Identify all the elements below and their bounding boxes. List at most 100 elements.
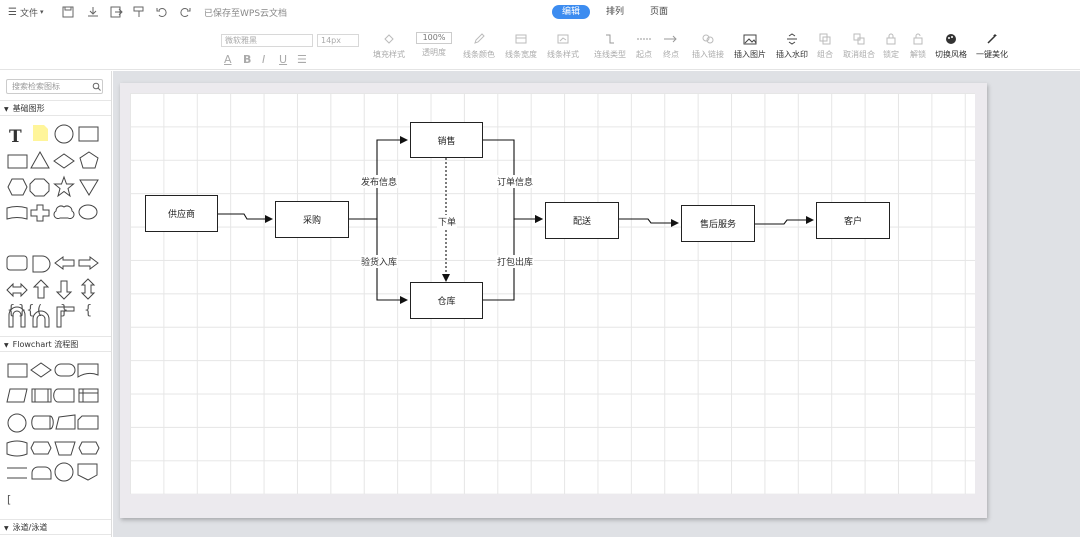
predefined-lines-icon xyxy=(34,389,49,402)
line-color-button[interactable]: 线条颜色 xyxy=(454,32,504,60)
undo-icon[interactable] xyxy=(155,5,169,19)
edge-label-publish-info[interactable]: 发布信息 xyxy=(360,175,399,188)
curly-brace-icon: { xyxy=(84,303,92,318)
align-icon[interactable]: ☰ xyxy=(297,53,307,66)
line-width-icon xyxy=(514,32,528,46)
line-style-icon xyxy=(556,32,570,46)
down-arrow-shape-icon xyxy=(55,280,73,300)
end-point-label: 终点 xyxy=(663,50,679,59)
node-after-sales[interactable]: 售后服务 xyxy=(681,205,755,242)
node-delivery[interactable]: 配送 xyxy=(545,202,619,239)
diamond-shape-icon xyxy=(53,153,75,169)
top-bar: ☰ 文件 ▾ 已保存至WPS云文档 编辑 排列 页面 xyxy=(0,0,1080,24)
palette-icon xyxy=(944,32,958,46)
section-basic-shapes[interactable]: ▼基础图形 xyxy=(0,100,111,116)
manual-operation-icon xyxy=(54,441,76,456)
insert-image-button[interactable]: 插入图片 xyxy=(725,32,775,60)
diagram-page[interactable]: 供应商 采购 销售 仓库 配送 售后服务 客户 发布信息 验货入库 下单 订单信… xyxy=(120,83,987,518)
opacity-control[interactable]: 100% 透明度 xyxy=(409,32,459,58)
edge-label-place-order[interactable]: 下单 xyxy=(437,215,458,228)
file-menu[interactable]: ☰ 文件 ▾ xyxy=(8,5,44,19)
cross-shape-icon xyxy=(30,204,50,222)
section-flowchart[interactable]: ▼Flowchart 流程图 xyxy=(0,336,111,352)
fill-style-button[interactable]: 填充样式 xyxy=(364,32,414,60)
save-icon[interactable] xyxy=(61,5,75,19)
opacity-label: 透明度 xyxy=(422,48,446,57)
magic-wand-icon xyxy=(985,32,999,46)
font-size-select[interactable]: 14px xyxy=(317,34,359,47)
line-color-label: 线条颜色 xyxy=(463,50,495,59)
edge-label-pack-ship[interactable]: 打包出库 xyxy=(496,255,535,268)
beautify-button[interactable]: 一键美化 xyxy=(967,32,1017,60)
chevron-down-icon: ▾ xyxy=(39,8,44,16)
corner-shape-icon xyxy=(56,306,75,328)
node-customer[interactable]: 客户 xyxy=(816,202,890,239)
export-icon[interactable] xyxy=(109,5,123,19)
hexagon-shape-icon xyxy=(7,178,28,196)
section-flowchart-label: Flowchart 流程图 xyxy=(12,340,79,349)
connector-icon xyxy=(603,32,617,46)
open-brace-icon: ( xyxy=(37,303,42,318)
redo-icon[interactable] xyxy=(178,5,192,19)
group-label: 组合 xyxy=(817,50,833,59)
connector-type-label: 连线类型 xyxy=(594,50,626,59)
tab-edit[interactable]: 编辑 xyxy=(552,5,591,19)
edge-label-order-info[interactable]: 订单信息 xyxy=(496,175,535,188)
bold-icon[interactable]: B xyxy=(243,53,252,66)
line-style-button[interactable]: 线条样式 xyxy=(538,32,588,60)
switch-style-button[interactable]: 切换风格 xyxy=(926,32,976,60)
insert-watermark-button[interactable]: 插入水印 xyxy=(767,32,817,60)
rounded-rect-shape-icon xyxy=(6,255,28,271)
node-supplier[interactable]: 供应商 xyxy=(145,195,218,232)
download-icon[interactable] xyxy=(86,5,100,19)
section-basic-label: 基础图形 xyxy=(12,104,45,113)
end-point-button[interactable]: 终点 xyxy=(646,32,696,60)
node-purchase[interactable]: 采购 xyxy=(275,201,349,238)
section-swimlane-label: 泳道/泳道 xyxy=(12,523,48,532)
collapse-arrow-icon: ▼ xyxy=(4,106,9,113)
star-shape-icon xyxy=(53,175,75,198)
node-sales[interactable]: 销售 xyxy=(410,122,483,158)
connector-type-button[interactable]: 连线类型 xyxy=(585,32,635,60)
edge-label-inspect-stock[interactable]: 验货入库 xyxy=(360,255,399,268)
insert-link-button[interactable]: 插入链接 xyxy=(683,32,733,60)
line-style-label: 线条样式 xyxy=(547,50,579,59)
ungroup-button[interactable]: 取消组合 xyxy=(834,32,884,60)
brace-pair-shape-icon: }{ xyxy=(18,303,35,318)
link-icon xyxy=(701,32,715,46)
tab-page[interactable]: 页面 xyxy=(650,7,669,17)
canvas-area[interactable]: 供应商 采购 销售 仓库 配送 售后服务 客户 发布信息 验货入库 下单 订单信… xyxy=(113,71,1080,537)
font-family-select[interactable]: 微软雅黑 xyxy=(221,34,313,47)
group-button[interactable]: 组合 xyxy=(800,32,850,60)
circle-shape-icon xyxy=(54,124,74,144)
triangle-shape-icon xyxy=(30,150,50,169)
lock-button[interactable]: 锁定 xyxy=(866,32,916,60)
ungroup-icon xyxy=(852,32,866,46)
line-width-button[interactable]: 线条宽度 xyxy=(496,32,546,60)
group-icon xyxy=(818,32,832,46)
section-swimlane[interactable]: ▼泳道/泳道 xyxy=(0,519,111,535)
format-painter-icon[interactable] xyxy=(132,5,146,19)
connectors-layer xyxy=(217,136,814,304)
rect-shape-icon xyxy=(78,126,99,142)
line-width-label: 线条宽度 xyxy=(505,50,537,59)
delay-shape-icon xyxy=(32,255,51,273)
pentagon-shape-icon xyxy=(79,151,99,169)
basic-shapes-palette[interactable]: T { }{ ( } { xyxy=(0,71,112,537)
node-warehouse[interactable]: 仓库 xyxy=(410,282,483,319)
italic-icon[interactable]: I xyxy=(262,53,266,66)
hamburger-icon: ☰ xyxy=(8,6,17,18)
file-menu-label: 文件 xyxy=(19,8,38,19)
start-point-button[interactable]: 起点 xyxy=(619,32,669,60)
underline-icon[interactable]: U xyxy=(279,53,288,66)
display-shape-icon xyxy=(30,441,52,455)
opacity-input[interactable]: 100% xyxy=(416,32,452,44)
tab-arrange[interactable]: 排列 xyxy=(606,7,625,17)
connector-shape-icon xyxy=(7,413,27,433)
font-color-icon[interactable]: A xyxy=(224,53,232,66)
unlock-button[interactable]: 解锁 xyxy=(893,32,943,60)
process-shape-icon xyxy=(7,363,28,378)
search-icon[interactable] xyxy=(92,82,101,91)
vertical-double-arrow-shape-icon xyxy=(80,278,96,300)
shape-search-input[interactable]: 搜索检索图标 xyxy=(6,79,103,94)
